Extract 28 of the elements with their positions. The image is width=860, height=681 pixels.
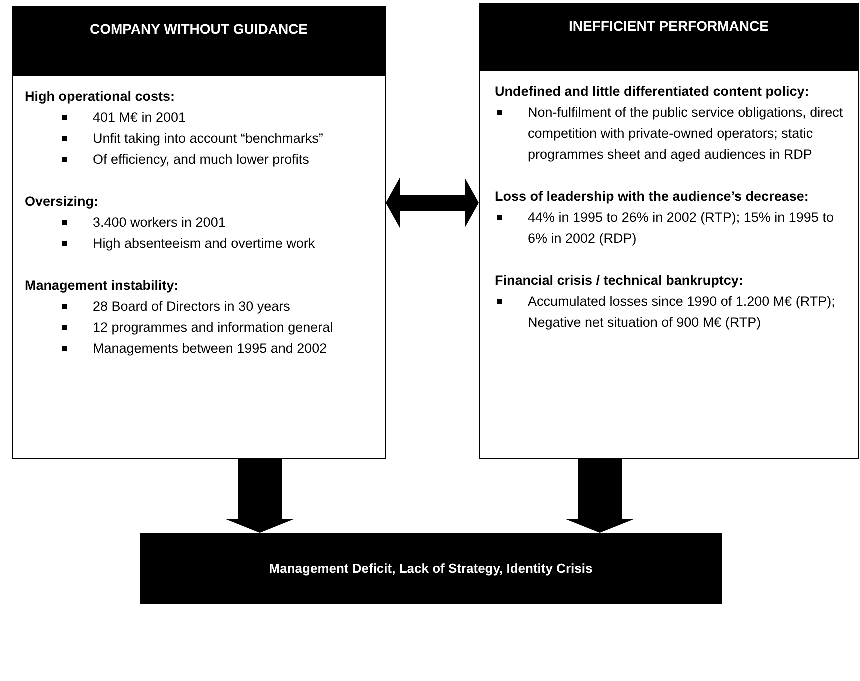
bullet-text: Managements between 1995 and 2002 bbox=[93, 341, 328, 356]
bullet-text: Non-fulfilment of the public service obligations, direct competition with private-owned operators; static programmes sheet and aged audiences in RDP bbox=[528, 105, 844, 162]
header-text: COMPANY WITHOUT GUIDANCE bbox=[90, 21, 308, 37]
conclusion-text: Management Deficit, Lack of Strategy, Identity Crisis bbox=[269, 561, 593, 576]
bullet-text: Accumulated losses since 1990 of 1.200 M€ (RTP); Negative net situation of 900 M€ (RTP) bbox=[528, 294, 836, 330]
arrow bbox=[225, 459, 295, 533]
conclusion-bar bbox=[140, 533, 722, 604]
bullet-text: 28 Board of Directors in 30 years bbox=[93, 299, 290, 314]
bullet-text: 12 programmes and information general bbox=[93, 320, 334, 335]
bullet-text: Of efficiency, and much lower profits bbox=[93, 152, 310, 167]
section-heading: High operational costs: bbox=[25, 88, 176, 106]
header-bar bbox=[12, 6, 386, 75]
section-heading: Loss of leadership with the audience’s decrease: bbox=[495, 188, 810, 206]
bullet-text: 401 M€ in 2001 bbox=[93, 110, 186, 125]
bullet-text: Unfit taking into account “benchmarks” bbox=[93, 131, 324, 146]
header-text: INEFFICIENT PERFORMANCE bbox=[569, 18, 769, 34]
bullet-text: High absenteeism and overtime work bbox=[93, 236, 316, 251]
content-box bbox=[12, 75, 386, 459]
arrow bbox=[565, 459, 635, 533]
section-heading: Management instability: bbox=[25, 277, 180, 295]
bullet-text: 44% in 1995 to 26% in 2002 (RTP); 15% in 1995 to 6% in 2002 (RDP) bbox=[528, 210, 834, 246]
bullet-text: 3.400 workers in 2001 bbox=[93, 215, 226, 230]
section-heading: Financial crisis / technical bankruptcy: bbox=[495, 272, 744, 290]
section-heading: Oversizing: bbox=[25, 193, 100, 211]
header-bar bbox=[479, 3, 859, 70]
content-box bbox=[479, 70, 859, 459]
double-arrow bbox=[386, 178, 479, 228]
section-heading: Undefined and little differentiated content policy: bbox=[495, 83, 810, 101]
